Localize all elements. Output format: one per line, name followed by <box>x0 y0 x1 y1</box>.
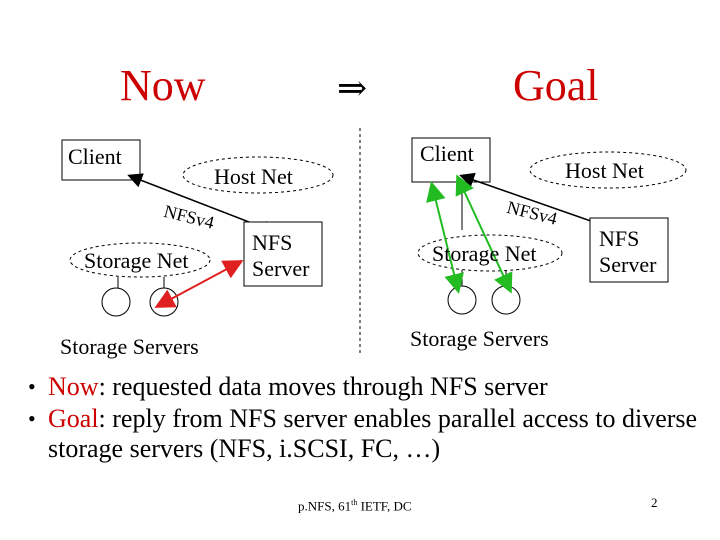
footer-text-part: p.NFS, 61 <box>298 498 352 514</box>
bullet-item-goal: • Goal: reply from NFS server enables pa… <box>28 404 698 464</box>
bullet-lead-now: Now <box>48 372 99 401</box>
bullet-dot: • <box>28 374 36 399</box>
goal-host-net-ellipse <box>529 151 687 189</box>
goal-parallel-arrow-2 <box>455 174 513 294</box>
footer-text: p.NFS, 61th IETF, DC <box>298 496 412 513</box>
bullet-lead-goal: Goal <box>48 404 99 433</box>
goal-nfs-server-label: NFS Server <box>599 226 657 277</box>
goal-storage-server-1 <box>447 285 477 315</box>
goal-storage-net-label: Storage Net <box>432 241 537 266</box>
footer-superscript: th <box>351 498 358 507</box>
bullet-item-now: • Now: requested data moves through NFS … <box>28 372 698 402</box>
bullet-text-goal: : reply from NFS server enables parallel… <box>48 404 698 463</box>
now-host-net-label: Host Net <box>214 164 293 189</box>
now-client-label: Client <box>68 144 122 169</box>
now-storage-servers-label: Storage Servers <box>60 334 199 359</box>
goal-host-net-label: Host Net <box>565 158 644 183</box>
now-nfs-server-label: NFS Server <box>252 230 310 281</box>
page-number: 2 <box>651 495 658 510</box>
goal-heading: Goal <box>513 61 599 110</box>
now-client-box <box>61 139 141 181</box>
implies-arrow: ⇒ <box>337 68 368 108</box>
now-storage-net-label: Storage Net <box>84 248 189 273</box>
now-storage-server-1 <box>101 287 131 317</box>
bullet-dot: • <box>28 406 36 431</box>
bullet-text-now: : requested data moves through NFS serve… <box>98 372 548 401</box>
goal-parallel-arrow-1 <box>426 181 464 294</box>
now-heading: Now <box>120 61 206 110</box>
footer-text-part: IETF, DC <box>357 498 412 514</box>
goal-storage-servers-label: Storage Servers <box>410 326 549 351</box>
bullet-list: • Now: requested data moves through NFS … <box>28 372 698 464</box>
now-storage-net-ellipse <box>69 242 211 278</box>
now-nfs-server-box <box>243 221 323 287</box>
now-data-path-arrow <box>154 260 244 308</box>
goal-storage-server-2 <box>491 285 521 315</box>
goal-nfs-server-box <box>589 217 669 283</box>
goal-client-label: Client <box>420 141 474 166</box>
goal-storage-net-ellipse <box>417 234 563 272</box>
